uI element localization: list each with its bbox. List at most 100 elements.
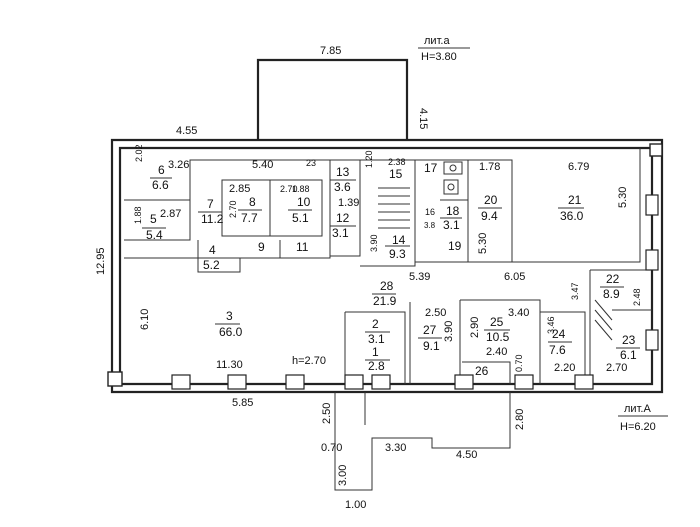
room-number: 19	[448, 239, 462, 253]
room-number: 23	[622, 333, 636, 347]
dim-overall-height: 12.95	[95, 247, 107, 275]
dim: 3.47	[570, 282, 580, 300]
dim: 2.70	[606, 362, 627, 374]
dim: 3.90	[369, 234, 379, 252]
room-area: 5.2	[203, 258, 220, 272]
dim: 2.80	[514, 409, 526, 430]
room-area: 3.1	[443, 218, 460, 232]
dim: 4.50	[456, 449, 477, 461]
room-area: 6.6	[152, 178, 169, 192]
dim: 6.05	[504, 271, 525, 283]
room-number: 14	[392, 233, 406, 247]
room-number: 21	[568, 193, 582, 207]
dim-left-span: 4.55	[176, 125, 197, 137]
dim: 1.88	[292, 184, 310, 194]
walls	[110, 58, 664, 491]
dim: 23	[306, 158, 316, 168]
dim: 2.48	[632, 288, 642, 306]
room-number: 15	[389, 167, 403, 181]
dim: 3.40	[508, 307, 529, 319]
room-number: 28	[380, 279, 394, 293]
litera-name: лит.А	[624, 403, 651, 415]
room-number: 9	[258, 240, 265, 254]
dim: 3.46	[546, 316, 556, 334]
dim: 3.26	[168, 159, 189, 171]
dimensions: 3.26 2.02 2.87 1.88 5.40 2.85 2.70 2.70 …	[133, 144, 642, 511]
dim-annex-depth: 4.15	[417, 108, 429, 129]
dim: 2.90	[469, 317, 481, 338]
room-number: 7	[207, 197, 214, 211]
dim: 3.00	[337, 465, 349, 486]
room-number: 11	[296, 240, 309, 254]
dim: 2.85	[229, 183, 250, 195]
room-number: 6	[158, 163, 165, 177]
dim: 6.79	[568, 161, 589, 173]
dim: 5.30	[477, 233, 489, 254]
litera-height: H=3.80	[421, 51, 457, 63]
dim: 6.10	[139, 309, 151, 330]
dim: 5.85	[232, 397, 253, 409]
room-area: 10.5	[486, 330, 510, 344]
room-label-rules	[142, 177, 640, 361]
room-number: 26	[475, 364, 489, 378]
room-number: 27	[423, 323, 437, 337]
dim: 1.88	[133, 206, 143, 224]
dim: 3.30	[385, 442, 406, 454]
litera-name: лит.а	[424, 35, 450, 47]
room-area: 3.1	[332, 226, 349, 240]
room-area: 21.9	[373, 294, 397, 308]
dim: 1.39	[338, 197, 359, 209]
litera-a-big: лит.А H=6.20	[618, 403, 668, 433]
room-area: 9.3	[389, 247, 406, 261]
room-number: 22	[606, 272, 620, 286]
litera-a-small: лит.а H=3.80	[418, 35, 470, 63]
room-area: 5.1	[292, 211, 309, 225]
windows	[107, 143, 663, 390]
room-area: 11.2	[201, 212, 224, 226]
dim: 2.20	[554, 362, 575, 374]
room-number: 16	[425, 207, 435, 217]
room-number: 10	[297, 195, 311, 209]
room-area: 2.8	[368, 359, 385, 373]
room-area: 8.9	[603, 287, 620, 301]
rooms: 6 6.6 5 5.4 7 11.2 8 7.7 10 5.1 4 5.2 9 …	[146, 161, 637, 378]
dim: 2.87	[160, 208, 181, 220]
dim: 2.50	[425, 307, 446, 319]
dim: 2.50	[321, 403, 333, 424]
room-number: 2	[372, 317, 379, 331]
dim: 1.78	[479, 161, 500, 173]
dim-annex-width: 7.85	[320, 45, 341, 57]
room-number: 25	[490, 315, 504, 329]
room-area: 36.0	[560, 209, 584, 223]
dim: 2.38	[388, 157, 406, 167]
dim: 2.02	[134, 144, 144, 162]
room-area: 3.6	[334, 180, 351, 194]
fixtures	[443, 161, 463, 195]
room-number: 5	[150, 212, 157, 226]
room-number: 17	[424, 161, 438, 175]
dim: 1.20	[364, 150, 374, 168]
dim: 3.90	[443, 321, 455, 342]
room-area: 9.1	[423, 339, 440, 353]
room-number: 3	[226, 309, 233, 323]
litera-height: H=6.20	[620, 421, 656, 433]
dim: 2.70	[228, 200, 238, 218]
room-number: 12	[336, 211, 350, 225]
ceiling-height: h=2.70	[292, 355, 326, 367]
room-area: 66.0	[219, 325, 243, 339]
room-area: 5.4	[146, 228, 163, 242]
room-number: 4	[209, 243, 216, 257]
dim: 2.70	[280, 184, 298, 194]
room-number: 8	[249, 195, 256, 209]
dim: 11.30	[216, 359, 243, 371]
room-number: 18	[446, 204, 460, 218]
room-number: 1	[372, 345, 379, 359]
dim: 0.70	[514, 354, 524, 372]
room-area: 6.1	[620, 348, 637, 362]
dim: 2.40	[486, 346, 507, 358]
room-area: 3.1	[368, 332, 385, 346]
dim: 1.00	[345, 499, 366, 511]
room-area: 7.6	[549, 343, 566, 357]
room-number: 24	[552, 327, 566, 341]
